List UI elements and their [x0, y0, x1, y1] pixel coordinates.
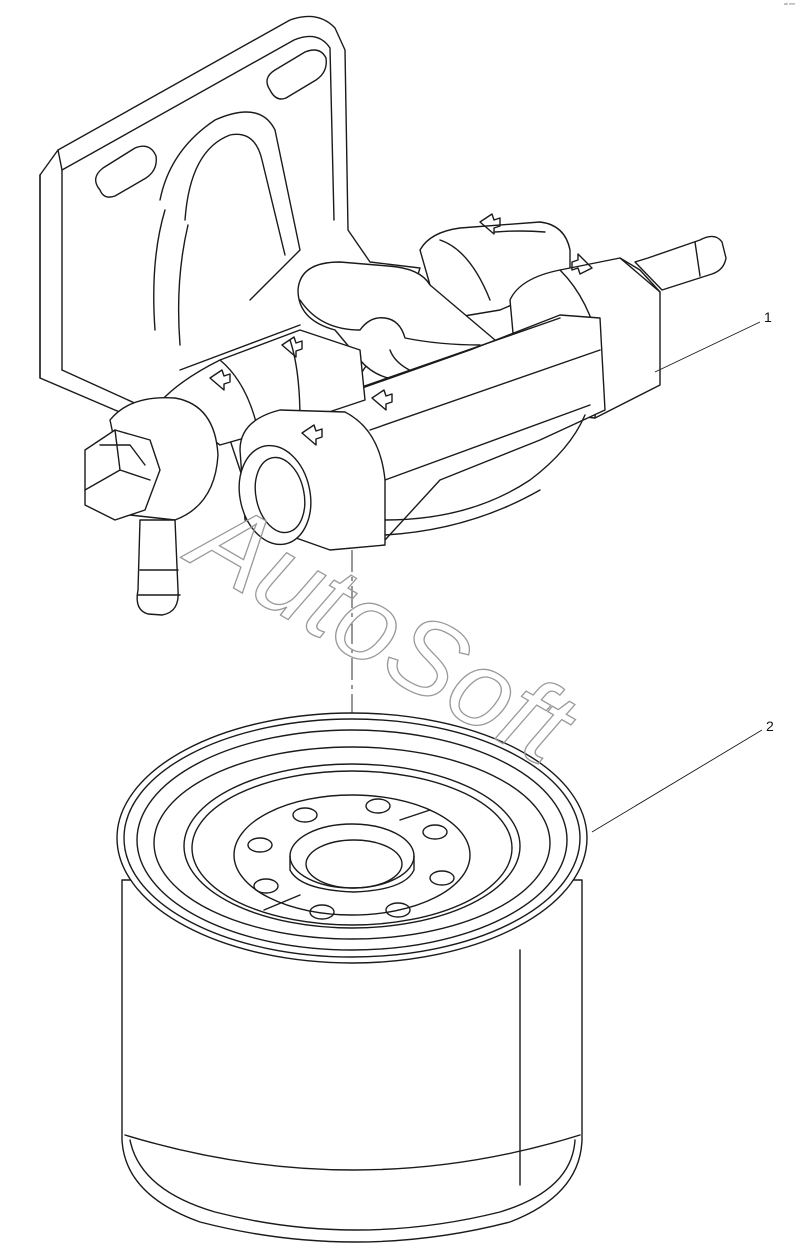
- callout-2: 2: [766, 718, 774, 734]
- filter-head-assembly: [39, 15, 727, 616]
- cartridge-holes: [247, 798, 455, 920]
- filter-cartridge: [116, 712, 588, 1243]
- arrow-left-icon: [209, 369, 231, 391]
- callout-1: 1: [764, 309, 772, 325]
- head-body: [84, 213, 727, 616]
- corner-mark: ᵃᵇ ᵐᵐ: [784, 2, 795, 8]
- arrow-right-icon: [301, 424, 323, 446]
- arrow-left-icon: [281, 336, 303, 358]
- right-hose-nipple: [634, 235, 727, 291]
- arrow-right-icon: [371, 389, 393, 411]
- mounting-slot-lower: [95, 145, 157, 198]
- arrow-down-icon: [571, 253, 593, 275]
- mounting-slot-upper: [266, 49, 327, 100]
- arrow-up-icon: [479, 213, 501, 235]
- leader-line-1: [654, 321, 761, 373]
- lower-hose-nipple: [136, 519, 179, 616]
- mounting-bracket: [39, 15, 421, 441]
- hex-bolt: [84, 429, 161, 521]
- flow-arrow-icons: [209, 213, 593, 446]
- leader-line-2: [591, 729, 763, 833]
